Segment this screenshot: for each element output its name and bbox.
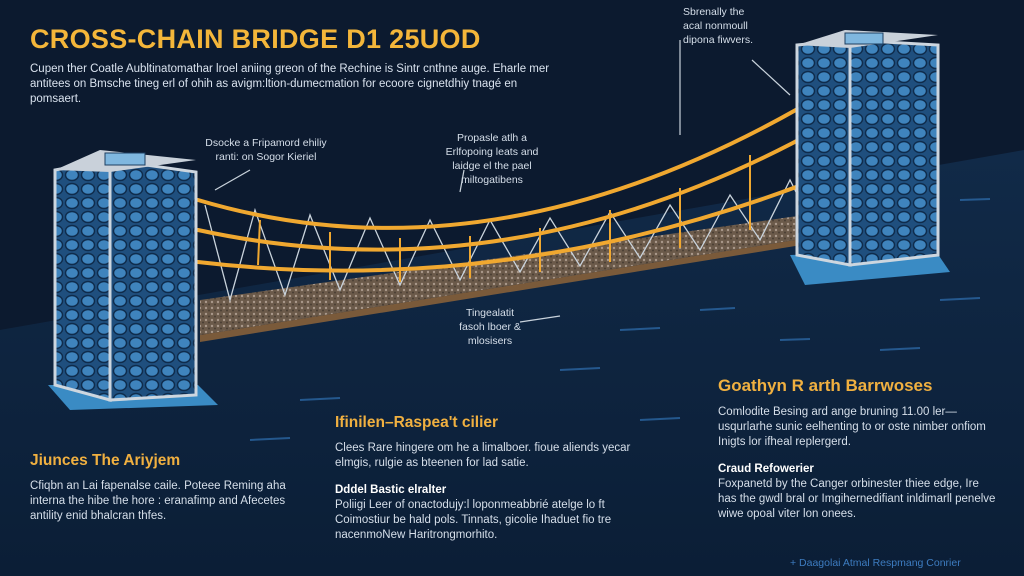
section-title: Ifinilen–Raspea't cilier bbox=[335, 414, 499, 431]
annotation-arch: Propasle atlh a Erlfopoing leats and lai… bbox=[445, 132, 539, 186]
section-subbody: Foxpanetd by the Canger orbinester thiee… bbox=[718, 478, 996, 520]
annotation-deck: Tingealatit fasoh lboer & mlosisers bbox=[459, 307, 521, 347]
section-subbody: Poliigi Leer of onactodujy:l loponmeabbr… bbox=[335, 499, 612, 541]
annotation-leaders bbox=[214, 40, 791, 323]
cable-hangers bbox=[257, 155, 751, 282]
section-body: Cfiqbn an Lai fapenalse caile. Poteee Re… bbox=[30, 480, 286, 522]
annotation-right-tower: Sbrenally the acal nonmoull dipona fiwve… bbox=[683, 6, 754, 46]
section-subtitle: Craud Refowerier bbox=[718, 463, 814, 475]
page-title: CROSS-CHAIN BRIDGE D1 25UOD bbox=[30, 24, 481, 54]
section-title: Goathyn R arth Barrwoses bbox=[718, 376, 933, 395]
annotation-left-tower: Dsocke a Fripamord ehiliy ranti: on Sogo… bbox=[205, 137, 327, 163]
intro-text: Cupen ther Coatle Aubltinatomathar lroel… bbox=[30, 63, 550, 105]
section-body: Clees Rare hingere om he a limalboer. fi… bbox=[335, 442, 631, 469]
water bbox=[0, 150, 1024, 576]
section-subtitle: Dddel Bastic elralter bbox=[335, 484, 447, 496]
right-tower bbox=[790, 30, 950, 285]
left-tower bbox=[48, 150, 218, 410]
footer-link[interactable]: + Daagolai Atmal Respmang Conrier bbox=[790, 557, 961, 569]
bridge-deck bbox=[200, 210, 845, 335]
section-right: Goathyn R arth Barrwoses Comlodite Besin… bbox=[718, 375, 998, 522]
water-ripples bbox=[249, 198, 991, 441]
section-title: Jiunces The Ariyjem bbox=[30, 452, 181, 469]
deck-edge bbox=[200, 232, 845, 342]
section-left: Jiunces The Ariyjem Cfiqbn an Lai fapena… bbox=[30, 450, 290, 524]
bridge-truss bbox=[204, 164, 831, 303]
section-body: Comlodite Besing ard ange bruning 11.00 … bbox=[718, 406, 986, 448]
section-middle: Ifinilen–Raspea't cilier Clees Rare hing… bbox=[335, 412, 635, 543]
